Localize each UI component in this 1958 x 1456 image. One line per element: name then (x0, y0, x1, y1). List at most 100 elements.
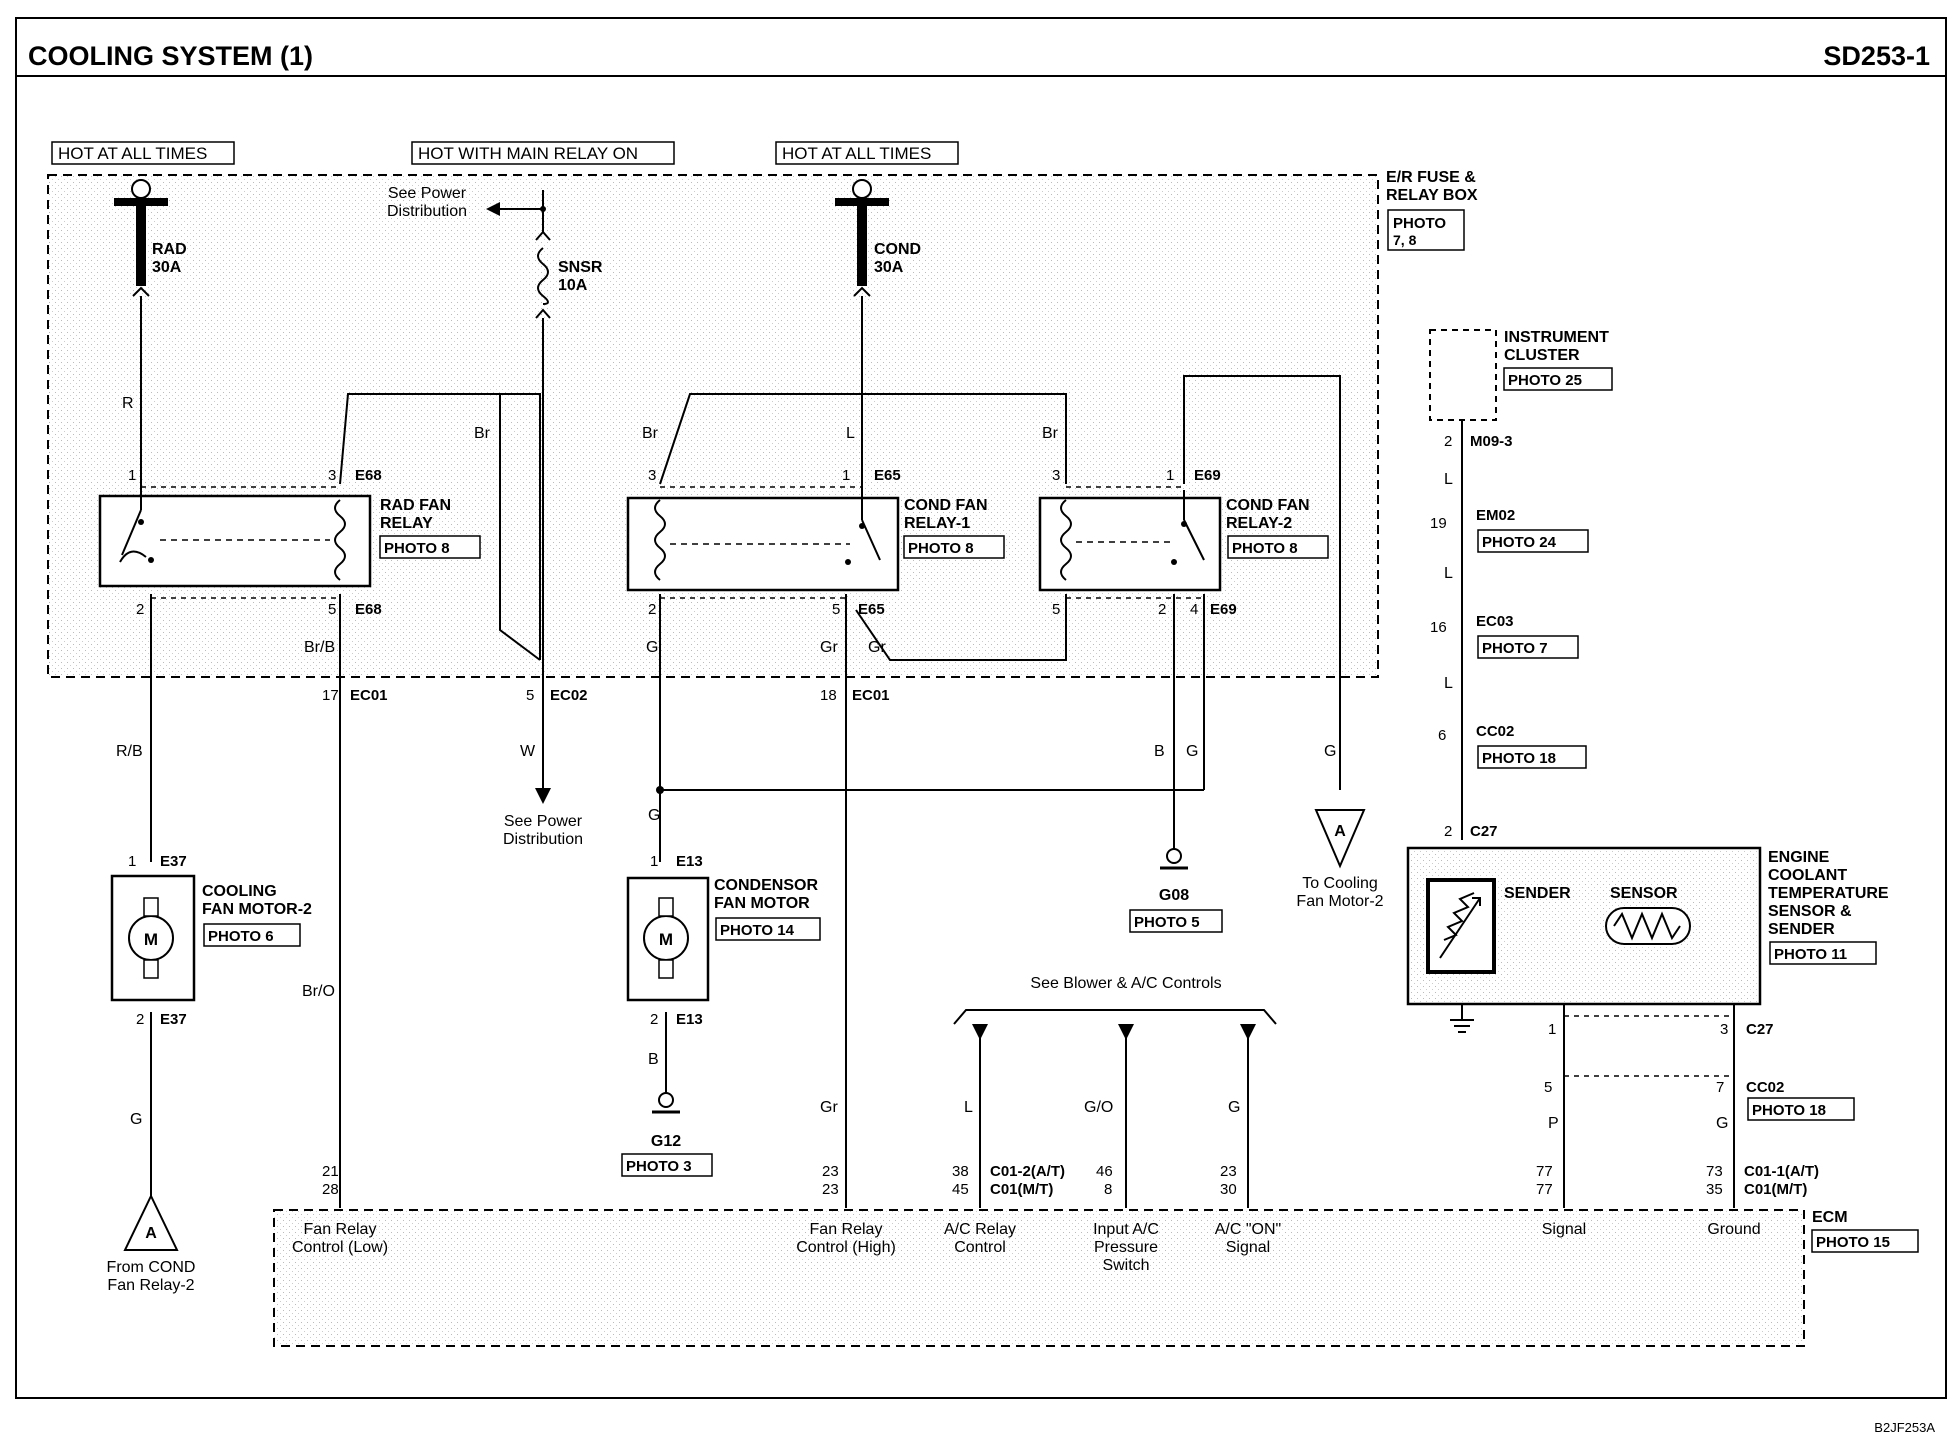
pin-c1-3: 3 (648, 467, 656, 484)
pin-c2-1: 1 (1166, 467, 1174, 484)
wire-l-3: L (1444, 471, 1453, 488)
ecm-ac-on-2: Signal (1226, 1239, 1270, 1256)
pin-21: 21 (322, 1163, 339, 1180)
g08-label: G08 (1159, 887, 1189, 904)
see-power-2a: See Power (504, 813, 583, 830)
connector-a-to-label: A (1334, 823, 1346, 840)
pin-e13-2: 2 (650, 1011, 658, 1028)
cluster-photo: PHOTO 25 (1508, 372, 1582, 389)
conn-c27-top: C27 (1470, 823, 1498, 840)
cc02-photo-box-a (1477, 745, 1587, 769)
pin-cc02-6: 6 (1438, 727, 1446, 744)
wire-g-6: G (1228, 1099, 1240, 1116)
cond-motor-label-2: FAN MOTOR (714, 895, 810, 912)
pin-rad-1: 1 (128, 467, 136, 484)
ec03-photo: PHOTO 7 (1482, 640, 1548, 657)
pin-c1-1: 1 (842, 467, 850, 484)
connector-a-to (1314, 809, 1366, 869)
pin-45: 45 (952, 1181, 969, 1198)
motor-2-symbol: M (144, 930, 158, 949)
fuse-box-label-2: RELAY BOX (1386, 187, 1478, 204)
cond-fuse-connector (853, 286, 871, 297)
ecm-ac-relay-1: A/C Relay (944, 1221, 1016, 1238)
wire-l-5: L (1444, 675, 1453, 692)
cc02-photo-box-b (1747, 1097, 1855, 1121)
pin-77-b: 77 (1536, 1181, 1553, 1198)
pin-c27-1: 1 (1548, 1021, 1556, 1038)
conn-c01-mt-a: C01(M/T) (990, 1181, 1053, 1198)
wire-g-5: G (130, 1111, 142, 1128)
conn-e68-top: E68 (355, 467, 382, 484)
ects-label-3: TEMPERATURE (1768, 885, 1889, 902)
conn-m09-3: M09-3 (1470, 433, 1513, 450)
condensor-fan-motor (626, 876, 710, 1002)
wire-rb: R/B (116, 743, 143, 760)
snsr-fuse-name: SNSR (558, 259, 603, 276)
rad-fuse-name: RAD (152, 241, 187, 258)
wire-gr-1: Gr (820, 639, 838, 656)
pin-c2-5: 5 (1052, 601, 1060, 618)
pin-17: 17 (322, 687, 339, 704)
cc02-photo-a: PHOTO 18 (1482, 750, 1556, 767)
ecm-signal: Signal (1542, 1221, 1586, 1238)
ac-on-tab (1240, 1024, 1256, 1040)
see-power-1b: Distribution (387, 203, 467, 220)
ecm-fan-low-1: Fan Relay (304, 1221, 377, 1238)
wires (140, 296, 1735, 1208)
cond-fuse-symbol (857, 206, 867, 286)
input-ac-tab (1118, 1024, 1134, 1040)
hot-label-3-box (775, 141, 959, 165)
pin-23-b: 23 (822, 1181, 839, 1198)
fuse-box-photo-2: 7, 8 (1393, 232, 1417, 248)
cluster-label-1: INSTRUMENT (1504, 329, 1609, 346)
wire-w: W (520, 743, 536, 760)
from-cond-2: Fan Relay-2 (107, 1277, 194, 1294)
blower-label: See Blower & A/C Controls (1030, 975, 1221, 992)
cond-relay-1-photo: PHOTO 8 (908, 540, 974, 557)
conn-cc02-a: CC02 (1476, 723, 1514, 740)
wire-b-1: B (1154, 743, 1165, 760)
instrument-cluster (1429, 329, 1497, 421)
from-cond-1: From COND (107, 1259, 196, 1276)
fan-motor-2-label-1: COOLING (202, 883, 277, 900)
wire-g-2: G (648, 807, 660, 824)
wire-gr-3: Gr (820, 1099, 838, 1116)
conn-ec01-b: EC01 (852, 687, 890, 704)
pin-c1-5: 5 (832, 601, 840, 618)
wire-g-3: G (1186, 743, 1198, 760)
pin-rad-3: 3 (328, 467, 336, 484)
g08-ground-symbol (1160, 848, 1188, 870)
ects-label-1: ENGINE (1768, 849, 1830, 866)
cond-fan-relay-2 (1038, 490, 1222, 592)
see-power-arrow-1 (486, 202, 500, 216)
conn-ec02: EC02 (550, 687, 588, 704)
ecm-input-ac-1: Input A/C (1093, 1221, 1159, 1238)
rad-battery-terminal (131, 179, 151, 199)
rad-relay-label-1: RAD FAN (380, 497, 451, 514)
pin-c2-2: 2 (1158, 601, 1166, 618)
wire-b-2: B (648, 1051, 659, 1068)
wire-g-1: G (646, 639, 658, 656)
see-power-2b: Distribution (503, 831, 583, 848)
pin-c27-2: 2 (1444, 823, 1452, 840)
cond-relay-1-label-2: RELAY-1 (904, 515, 970, 532)
connector-brackets (141, 486, 1734, 1077)
cond-relay-2-label-2: RELAY-2 (1226, 515, 1292, 532)
ecm-ac-on-1: A/C "ON" (1215, 1221, 1281, 1238)
to-cooling-2: Fan Motor-2 (1296, 893, 1383, 910)
pin-c2-3: 3 (1052, 467, 1060, 484)
pin-c2-4: 4 (1190, 601, 1198, 618)
pin-30: 30 (1220, 1181, 1237, 1198)
pin-23-a: 23 (822, 1163, 839, 1180)
conn-e37-top: E37 (160, 853, 187, 870)
conn-e13-top: E13 (676, 853, 703, 870)
sensor-label: SENSOR (1610, 885, 1678, 902)
ecm-fan-low-2: Control (Low) (292, 1239, 388, 1256)
hot-label-2-box (411, 141, 675, 165)
ects-photo-box (1769, 941, 1877, 965)
ects-photo: PHOTO 11 (1774, 946, 1847, 963)
conn-em02: EM02 (1476, 507, 1515, 524)
connector-a-from-label: A (145, 1225, 157, 1242)
